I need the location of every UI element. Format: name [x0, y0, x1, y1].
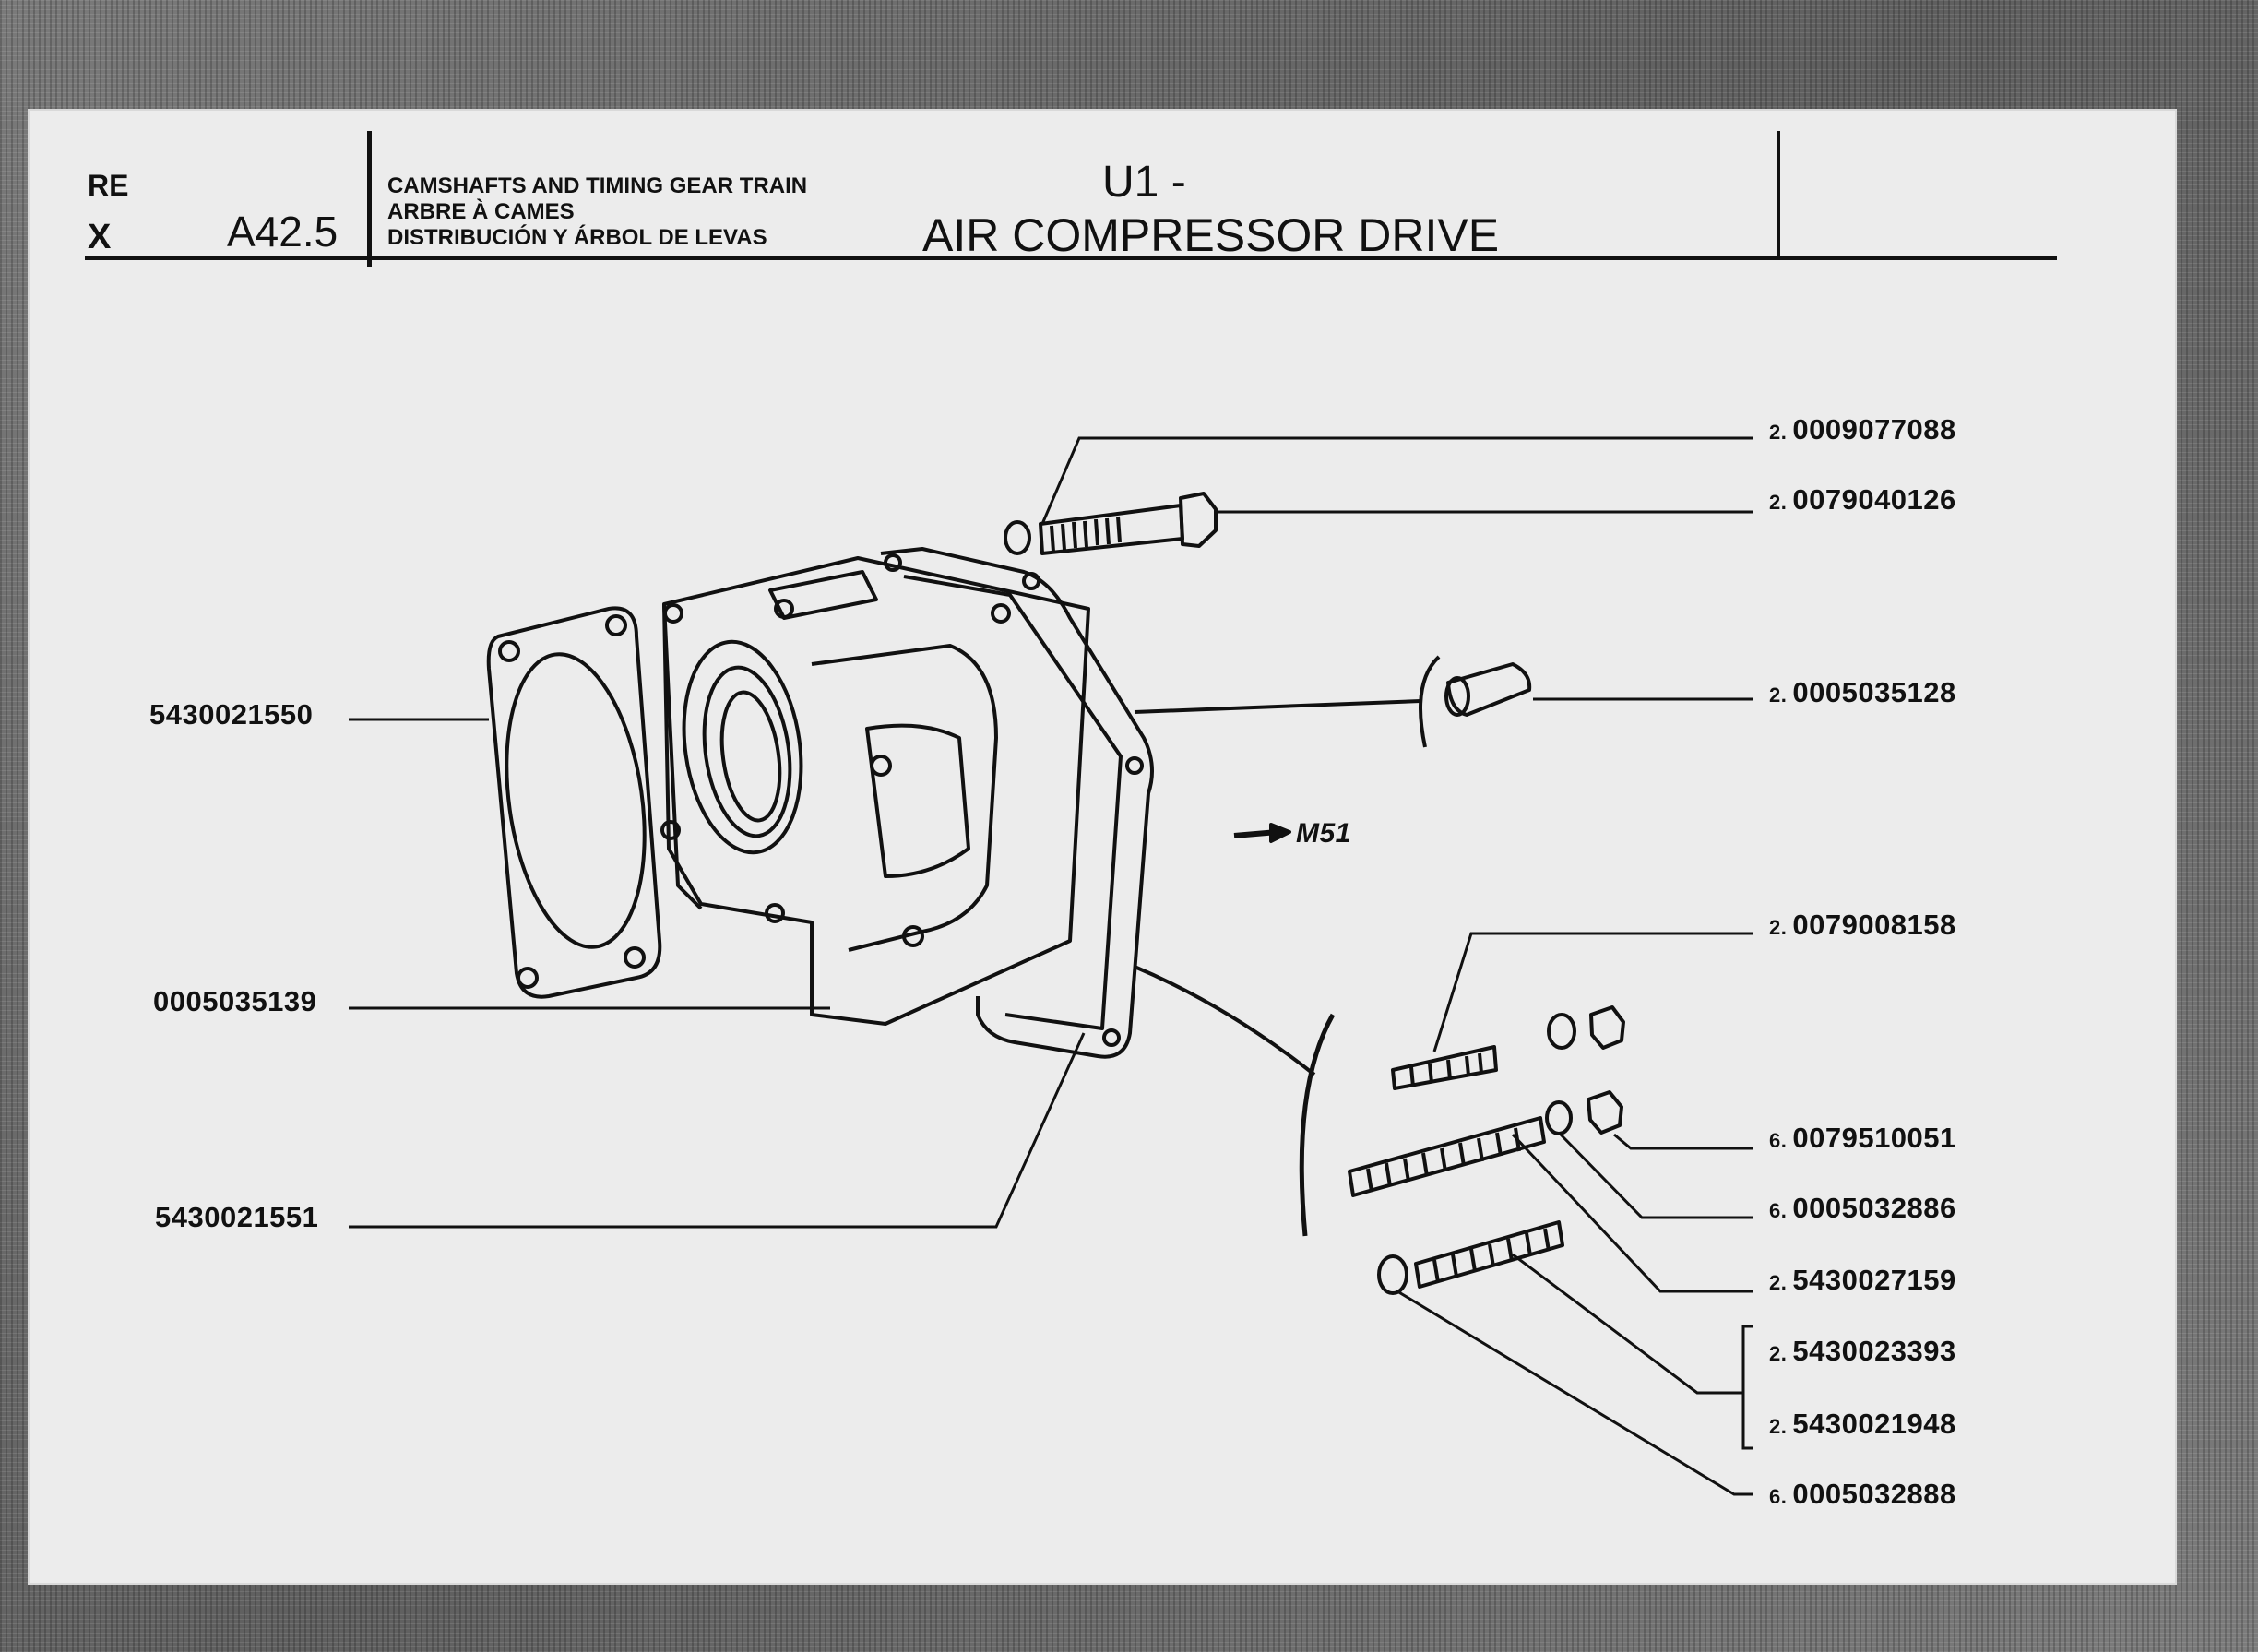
part-label-left: 0005035139	[153, 985, 317, 1017]
leader-studs-to-housing	[1134, 965, 1316, 1076]
part-label-right: 2.0009077088	[1769, 413, 1956, 446]
section-number: A42.5	[227, 208, 339, 256]
group-title-fr: ARBRE À CAMES	[387, 199, 575, 224]
bracket	[1741, 1325, 1753, 1450]
leader-stud-bracket	[1512, 1253, 1743, 1395]
gasket-rear	[880, 547, 1154, 1059]
reference-arrow-label: M51	[1296, 818, 1351, 849]
dowel-pin	[1419, 655, 1532, 748]
part-label-right: 2.0079040126	[1769, 483, 1956, 516]
header-code-bottom: X	[88, 218, 112, 256]
part-label-right: 2.0005035128	[1769, 676, 1956, 708]
gasket-front	[486, 606, 662, 999]
header-code-top: RE	[88, 169, 129, 202]
group-title-en: CAMSHAFTS AND TIMING GEAR TRAIN	[387, 173, 808, 198]
part-label-right: 2.0079008158	[1769, 909, 1956, 941]
leader-0079510051	[1613, 1133, 1753, 1150]
studs-and-nuts-group	[1299, 1005, 1625, 1295]
leader-0079008158	[1432, 932, 1753, 1052]
compressor-drive-housing	[660, 556, 1090, 1026]
part-label-right: 6.0005032888	[1769, 1478, 1956, 1510]
bolt-0079040126	[1039, 492, 1218, 555]
header-divider-right	[1777, 131, 1780, 260]
part-label-right: 2.5430023393	[1769, 1335, 1956, 1367]
leader-0005032886	[1559, 1133, 1753, 1219]
leader-5430021551	[349, 1032, 1086, 1229]
part-label-right: 2.5430021948	[1769, 1408, 1956, 1440]
group-title-es: DISTRIBUCIÓN Y ÁRBOL DE LEVAS	[387, 225, 767, 250]
catalog-page	[28, 109, 2177, 1585]
leader-0005032888	[1396, 1290, 1753, 1496]
part-label-right: 6.0079510051	[1769, 1122, 1956, 1154]
part-label-left: 5430021551	[155, 1201, 319, 1233]
part-label-left: 5430021550	[149, 698, 314, 731]
part-label-right: 6.0005032886	[1769, 1192, 1956, 1224]
leader-0009077088	[1040, 436, 1753, 525]
page-title: AIR COMPRESSOR DRIVE	[922, 209, 1500, 261]
washer-0009077088	[1004, 520, 1031, 555]
leader-dowel-to-housing	[1134, 699, 1421, 714]
model-code: U1 -	[1102, 158, 1186, 207]
leader-5430027159	[1511, 1133, 1753, 1293]
part-label-right: 2.5430027159	[1769, 1264, 1956, 1296]
header-rule	[85, 256, 2057, 260]
header-divider-left	[367, 131, 372, 267]
